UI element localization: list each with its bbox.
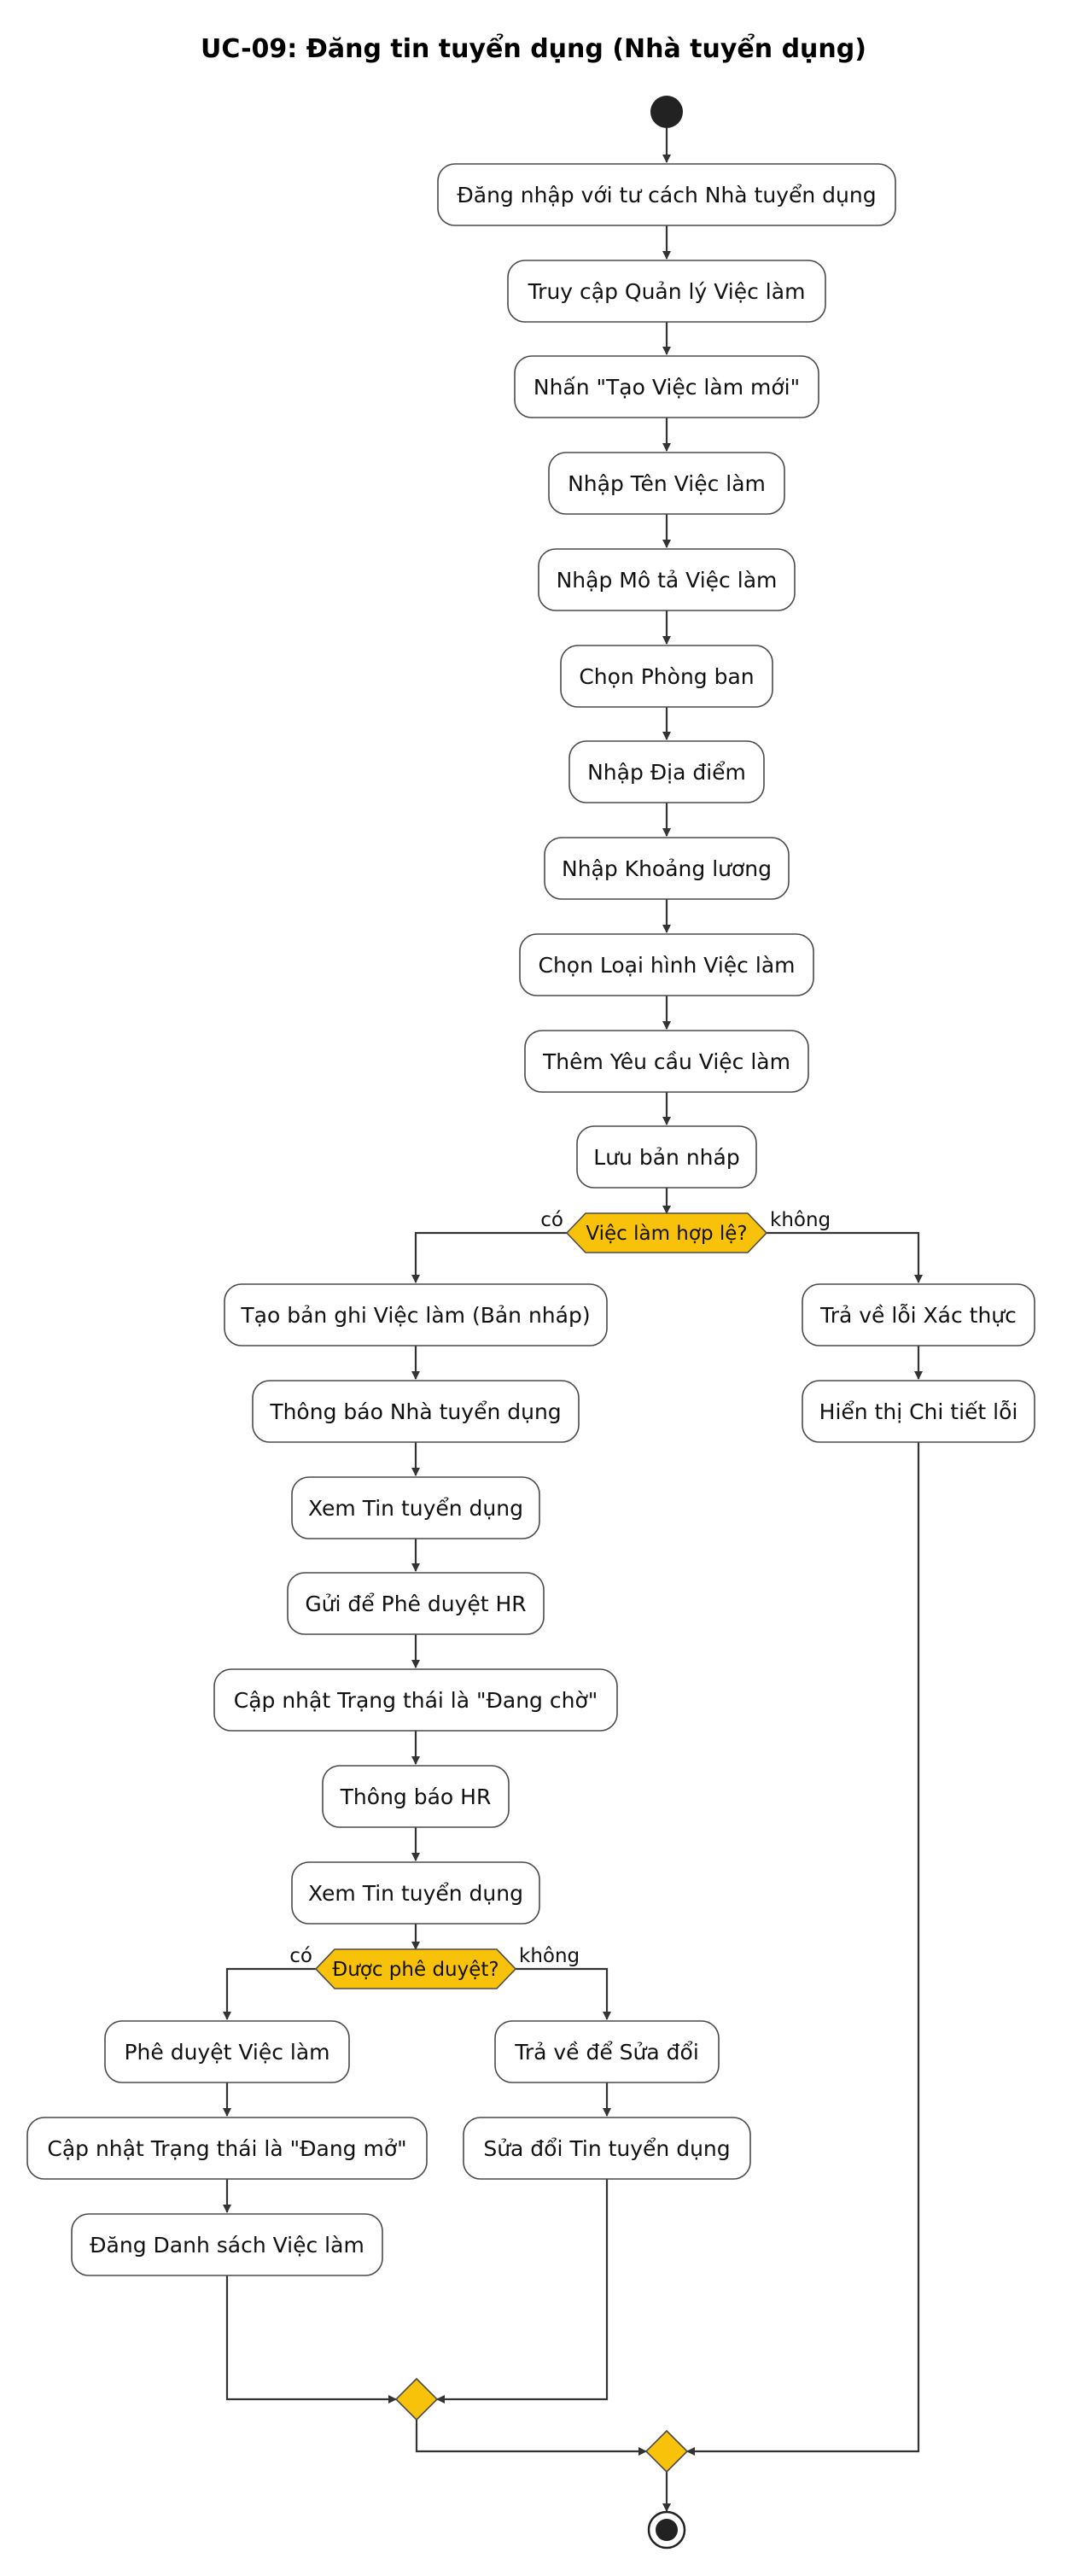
activity-label: Nhập Địa điểm xyxy=(587,760,746,785)
activity-enter-job-description: Nhập Mô tả Việc làm xyxy=(538,548,796,611)
activity-label: Phê duyệt Việc làm xyxy=(124,2040,329,2065)
activity-label: Nhập Khoảng lương xyxy=(562,856,772,881)
branch-yes-label: có xyxy=(289,1945,312,1967)
activity-label: Đăng nhập với tư cách Nhà tuyển dụng xyxy=(457,183,876,207)
activity-label: Nhấn "Tạo Việc làm mới" xyxy=(534,375,800,400)
activity-label: Đăng Danh sách Việc làm xyxy=(90,2233,364,2258)
start-node xyxy=(650,96,683,128)
merge-node-validation xyxy=(644,2429,689,2474)
decision-question: Việc làm hợp lệ? xyxy=(586,1223,747,1245)
branch-no-label: không xyxy=(770,1209,831,1231)
activity-choose-job-type: Chọn Loại hình Việc làm xyxy=(519,933,814,996)
activity-label: Cập nhật Trạng thái là "Đang chờ" xyxy=(234,1688,598,1713)
activity-submit-hr-approval: Gửi để Phê duyệt HR xyxy=(287,1572,545,1635)
activity-publish-job-listing: Đăng Danh sách Việc làm xyxy=(71,2213,383,2276)
activity-create-job-record: Tạo bản ghi Việc làm (Bản nháp) xyxy=(224,1283,608,1346)
activity-access-job-management: Truy cập Quản lý Việc làm xyxy=(507,260,826,323)
activity-label: Thông báo Nhà tuyển dụng xyxy=(269,1399,561,1424)
activity-show-error-details: Hiển thị Chi tiết lỗi xyxy=(802,1380,1035,1443)
decision-question: Được phê duyệt? xyxy=(332,1959,499,1981)
decision-approved: Được phê duyệt? có không xyxy=(289,1945,580,1989)
activity-enter-job-name: Nhập Tên Việc làm xyxy=(548,452,785,515)
activity-return-for-edit: Trả về để Sửa đổi xyxy=(494,2020,720,2083)
activity-label: Gửi để Phê duyệt HR xyxy=(305,1592,526,1616)
end-node xyxy=(647,2510,686,2550)
branch-no-label: không xyxy=(519,1945,580,1967)
activity-label: Sửa đổi Tin tuyển dụng xyxy=(483,2136,730,2161)
activity-label: Thêm Yêu cầu Việc làm xyxy=(542,1049,790,1074)
activity-save-draft: Lưu bản nháp xyxy=(576,1125,757,1189)
activity-enter-location: Nhập Địa điểm xyxy=(568,740,765,803)
activity-view-job-post-2: Xem Tin tuyển dụng xyxy=(291,1861,540,1925)
activity-add-job-requirements: Thêm Yêu cầu Việc làm xyxy=(524,1030,809,1093)
activity-label: Nhập Tên Việc làm xyxy=(568,471,766,496)
activity-label: Chọn Loại hình Việc làm xyxy=(538,953,795,978)
activity-label: Truy cập Quản lý Việc làm xyxy=(528,279,806,304)
activity-label: Cập nhật Trạng thái là "Đang mở" xyxy=(47,2136,406,2161)
activity-enter-salary-range: Nhập Khoảng lương xyxy=(544,837,790,900)
activity-login: Đăng nhập với tư cách Nhà tuyển dụng xyxy=(437,163,896,226)
activity-label: Tạo bản ghi Việc làm (Bản nháp) xyxy=(240,1303,590,1328)
merge-node-approval xyxy=(394,2377,439,2421)
decision-job-valid: Việc làm hợp lệ? có không xyxy=(540,1209,831,1253)
activity-approve-job: Phê duyệt Việc làm xyxy=(104,2020,350,2083)
activity-label: Xem Tin tuyển dụng xyxy=(308,1496,523,1521)
activity-label: Nhập Mô tả Việc làm xyxy=(557,568,778,593)
activity-update-status-pending: Cập nhật Trạng thái là "Đang chờ" xyxy=(213,1668,618,1732)
activity-choose-department: Chọn Phòng ban xyxy=(560,645,773,708)
activity-notify-recruiter: Thông báo Nhà tuyển dụng xyxy=(252,1380,580,1443)
activity-notify-hr: Thông báo HR xyxy=(322,1765,510,1828)
activity-label: Chọn Phòng ban xyxy=(579,664,754,689)
activity-label: Xem Tin tuyển dụng xyxy=(308,1881,523,1906)
diagram-title: UC-09: Đăng tin tuyển dụng (Nhà tuyển dụ… xyxy=(201,33,866,64)
activity-label: Trả về lỗi Xác thực xyxy=(819,1303,1017,1328)
activity-edit-job-post: Sửa đổi Tin tuyển dụng xyxy=(463,2117,751,2180)
connectors xyxy=(223,128,923,2512)
activity-label: Lưu bản nháp xyxy=(593,1145,739,1170)
activity-click-new-job: Nhấn "Tạo Việc làm mới" xyxy=(514,355,819,418)
activity-update-status-open: Cập nhật Trạng thái là "Đang mở" xyxy=(26,2117,428,2180)
branch-yes-label: có xyxy=(540,1209,563,1231)
activity-label: Thông báo HR xyxy=(340,1785,492,1809)
activity-return-validation-error: Trả về lỗi Xác thực xyxy=(802,1283,1035,1346)
activity-label: Trả về để Sửa đổi xyxy=(514,2040,699,2065)
activity-label: Hiển thị Chi tiết lỗi xyxy=(819,1399,1018,1424)
activity-view-job-post-1: Xem Tin tuyển dụng xyxy=(291,1476,540,1539)
